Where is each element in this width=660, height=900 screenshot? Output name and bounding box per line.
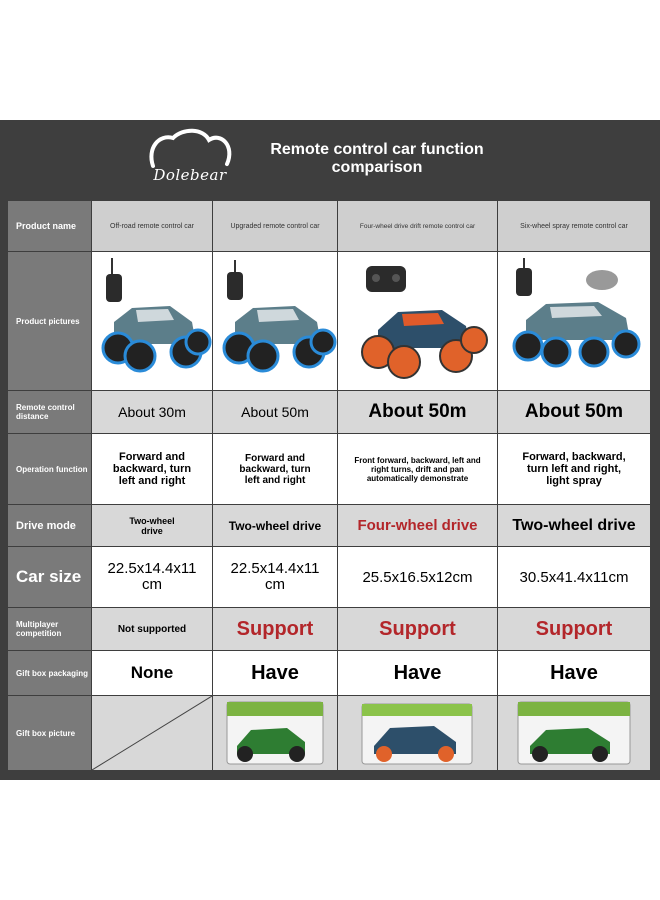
- drive-3: Four-wheel drive: [338, 505, 497, 546]
- logo-text: Dolebear: [153, 166, 227, 184]
- giftbox-3: Have: [338, 651, 497, 695]
- multiplayer-2: Support: [213, 608, 337, 650]
- six-wheel-rc-car-picture: [498, 252, 650, 390]
- six-wheel-gift-box-picture: [498, 696, 650, 770]
- drive-4: Two-wheel drive: [498, 505, 650, 546]
- brand-logo: Dolebear: [145, 128, 235, 188]
- row-label-multiplayer: Multiplayer competition: [8, 608, 91, 650]
- size-3: 25.5x16.5x12cm: [338, 547, 497, 607]
- distance-4: About 50m: [498, 391, 650, 433]
- distance-2: About 50m: [213, 391, 337, 433]
- row-label-product-pictures: Product pictures: [8, 252, 91, 390]
- green-gift-box-picture: [213, 696, 337, 770]
- page-title: Remote control car function comparison: [270, 141, 484, 176]
- operation-4: Forward, backward, turn left and right, …: [498, 434, 650, 504]
- distance-3: About 50m: [338, 391, 497, 433]
- product-name-2: Upgraded remote control car: [213, 201, 337, 251]
- off-road-rc-car-picture: [92, 252, 212, 390]
- operation-1: Forward and backward, turn left and righ…: [92, 434, 212, 504]
- product-name-4: Six-wheel spray remote control car: [498, 201, 650, 251]
- comparison-table: Product name Off-road remote control car…: [8, 201, 650, 770]
- operation-3: Front forward, backward, left and right …: [338, 434, 497, 504]
- product-name-1: Off-road remote control car: [92, 201, 212, 251]
- drift-gift-box-picture: [338, 696, 497, 770]
- drive-2: Two-wheel drive: [213, 505, 337, 546]
- multiplayer-4: Support: [498, 608, 650, 650]
- size-4: 30.5x41.4x11cm: [498, 547, 650, 607]
- product-name-3: Four-wheel drive drift remote control ca…: [338, 201, 497, 251]
- row-label-product-name: Product name: [8, 201, 91, 251]
- giftbox-4: Have: [498, 651, 650, 695]
- operation-2: Forward and backward, turn left and righ…: [213, 434, 337, 504]
- distance-1: About 30m: [92, 391, 212, 433]
- row-label-gift-box-picture: Gift box picture: [8, 696, 91, 770]
- empty-gift-box-cell: [92, 696, 212, 770]
- row-label-car-size: Car size: [8, 547, 91, 607]
- multiplayer-1: Not supported: [92, 608, 212, 650]
- row-label-drive-mode: Drive mode: [8, 505, 91, 546]
- row-label-remote-distance: Remote control distance: [8, 391, 91, 433]
- size-1: 22.5x14.4x11 cm: [92, 547, 212, 607]
- row-label-operation: Operation function: [8, 434, 91, 504]
- row-label-gift-box: Gift box packaging: [8, 651, 91, 695]
- multiplayer-3: Support: [338, 608, 497, 650]
- giftbox-1: None: [92, 651, 212, 695]
- size-2: 22.5x14.4x11 cm: [213, 547, 337, 607]
- drift-rc-car-picture: [338, 252, 497, 390]
- drive-1: Two-wheel drive: [92, 505, 212, 546]
- bear-ears-icon: [149, 128, 232, 168]
- giftbox-2: Have: [213, 651, 337, 695]
- upgraded-rc-car-picture: [213, 252, 337, 390]
